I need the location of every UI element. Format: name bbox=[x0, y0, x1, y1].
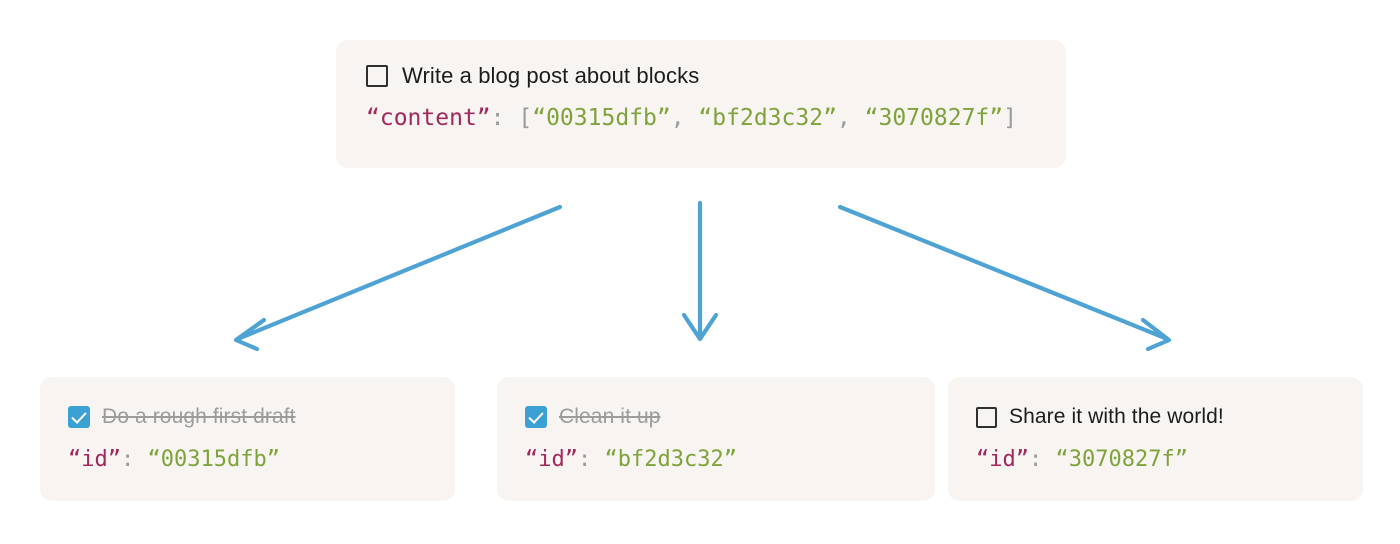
json-space bbox=[1042, 447, 1055, 472]
json-space bbox=[134, 447, 147, 472]
json-separator-1: , bbox=[836, 105, 865, 131]
arrow-to-center-child bbox=[681, 200, 719, 342]
json-value: bf2d3c32 bbox=[617, 447, 724, 472]
json-value-2: 3070827f bbox=[878, 105, 990, 131]
child-json-line-1: “id”: “00315dfb” bbox=[68, 446, 429, 474]
child-block-card-3[interactable]: Share it with the world! “id”: “3070827f… bbox=[948, 377, 1363, 501]
json-value-1: bf2d3c32 bbox=[712, 105, 824, 131]
json-colon: : bbox=[490, 105, 505, 131]
json-value-quote-close: ” bbox=[1174, 447, 1188, 472]
child-json-line-2: “id”: “bf2d3c32” bbox=[525, 446, 909, 474]
child-todo-label-3: Share it with the world! bbox=[1009, 405, 1224, 429]
arrow-to-right-child bbox=[837, 204, 1172, 352]
checkbox-empty-icon[interactable] bbox=[976, 406, 997, 428]
json-colon: : bbox=[1029, 447, 1043, 472]
json-separator-0: , bbox=[670, 105, 699, 131]
child-json-line-3: “id”: “3070827f” bbox=[976, 446, 1337, 474]
json-key: content bbox=[379, 105, 477, 131]
checkbox-empty-icon[interactable] bbox=[366, 65, 388, 87]
json-value-quote-close: ” bbox=[266, 447, 280, 472]
child-todo-row-1: Do a rough first draft bbox=[68, 403, 429, 431]
json-value-quote-close-1: ” bbox=[823, 105, 837, 131]
json-bracket-close: ] bbox=[1003, 105, 1017, 131]
json-key-quote-close: ” bbox=[1015, 447, 1029, 472]
checkbox-checked-icon[interactable] bbox=[68, 406, 90, 428]
json-value-quote-open: “ bbox=[147, 447, 161, 472]
json-key-quote-close: ” bbox=[476, 105, 491, 131]
json-value-quote-open: “ bbox=[1055, 447, 1069, 472]
json-value: 00315dfb bbox=[160, 447, 267, 472]
json-key-quote-open: “ bbox=[976, 447, 990, 472]
root-block-card[interactable]: Write a blog post about blocks “content”… bbox=[336, 40, 1066, 168]
json-key: id bbox=[989, 447, 1016, 472]
root-todo-row: Write a blog post about blocks bbox=[366, 62, 1038, 90]
json-value-quote-close: ” bbox=[723, 447, 737, 472]
child-todo-label-1: Do a rough first draft bbox=[102, 405, 296, 429]
json-bracket-open: [ bbox=[504, 105, 533, 131]
root-json-line: “content”: [“00315dfb”, “bf2d3c32”, “307… bbox=[366, 104, 1038, 133]
json-colon: : bbox=[121, 447, 135, 472]
json-value-0: 00315dfb bbox=[546, 105, 657, 131]
json-space bbox=[591, 447, 604, 472]
json-colon: : bbox=[578, 447, 592, 472]
checkbox-checked-icon[interactable] bbox=[525, 406, 547, 428]
child-todo-row-2: Clean it up bbox=[525, 403, 909, 431]
child-todo-label-2: Clean it up bbox=[559, 405, 661, 429]
json-value-quote-open: “ bbox=[604, 447, 618, 472]
json-key-quote-open: “ bbox=[68, 447, 82, 472]
json-key-quote-close: ” bbox=[107, 447, 121, 472]
child-todo-row-3: Share it with the world! bbox=[976, 403, 1337, 431]
child-block-card-1[interactable]: Do a rough first draft “id”: “00315dfb” bbox=[40, 377, 455, 501]
json-value-quote-close-0: ” bbox=[656, 105, 671, 131]
json-value-quote-open-0: “ bbox=[532, 105, 547, 131]
json-key: id bbox=[538, 447, 565, 472]
json-key-quote-open: “ bbox=[366, 105, 380, 131]
json-value-quote-open-1: “ bbox=[698, 105, 713, 131]
json-value: 3070827f bbox=[1068, 447, 1175, 472]
child-block-card-2[interactable]: Clean it up “id”: “bf2d3c32” bbox=[497, 377, 935, 501]
json-value-quote-close-2: ” bbox=[989, 105, 1004, 131]
root-todo-label: Write a blog post about blocks bbox=[402, 62, 700, 88]
json-key-quote-close: ” bbox=[564, 447, 578, 472]
json-key-quote-open: “ bbox=[525, 447, 539, 472]
json-key: id bbox=[81, 447, 108, 472]
arrow-to-left-child bbox=[233, 204, 563, 352]
json-value-quote-open-2: “ bbox=[864, 105, 879, 131]
